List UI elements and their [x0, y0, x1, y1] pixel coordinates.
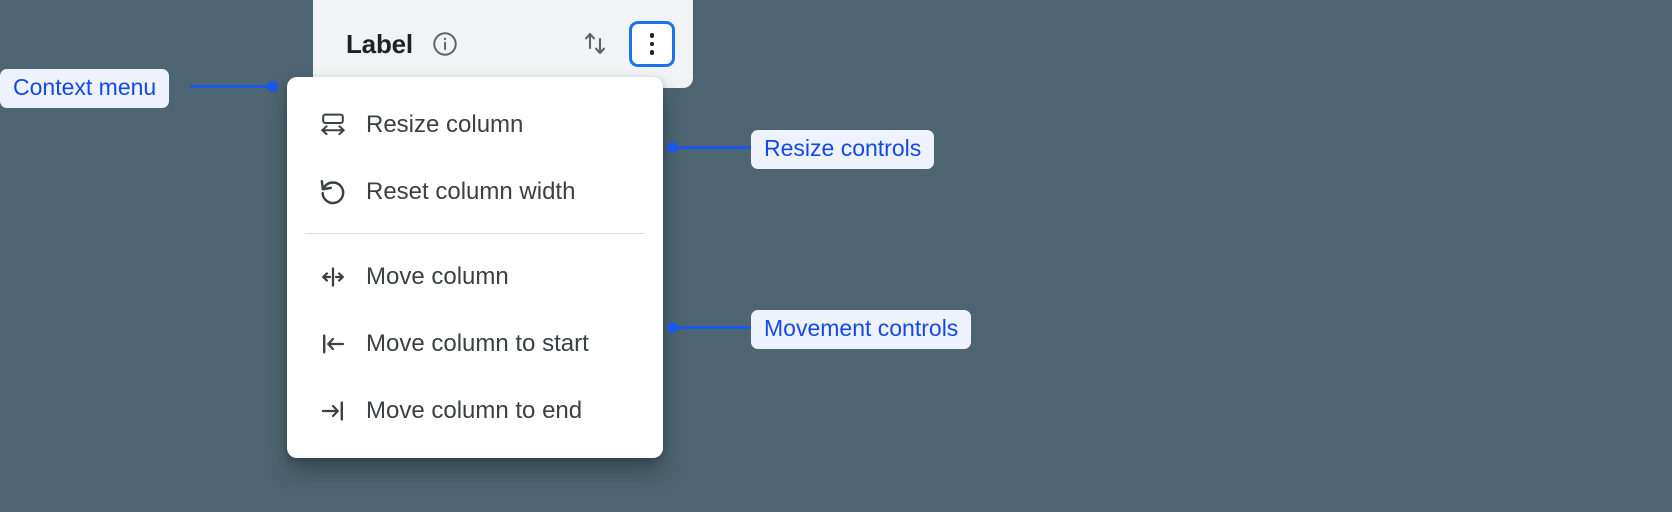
- sort-arrows-icon[interactable]: [575, 24, 615, 64]
- kebab-dot: [649, 50, 655, 55]
- menu-item-label: Move column: [366, 262, 509, 290]
- column-header-card: Label: [313, 0, 693, 88]
- annotation-anchor-dot-context-menu: [267, 81, 278, 92]
- move-to-end-icon: [317, 395, 349, 427]
- annotation-movement-controls: Movement controls: [751, 310, 972, 349]
- info-circle-icon[interactable]: [430, 29, 460, 59]
- more-vert-icon[interactable]: [629, 21, 675, 67]
- resize-column-icon: [317, 109, 349, 141]
- move-column-icon: [317, 261, 349, 293]
- annotation-anchor-dot-resize-controls: [667, 142, 678, 153]
- menu-item-move-column-to-end[interactable]: Move column to end: [287, 377, 663, 444]
- menu-item-move-column[interactable]: Move column: [287, 243, 663, 310]
- reset-width-icon: [317, 176, 349, 208]
- kebab-dot: [649, 33, 655, 38]
- menu-item-resize-column[interactable]: Resize column: [287, 91, 663, 158]
- menu-item-label: Reset column width: [366, 177, 576, 205]
- menu-item-label: Move column to end: [366, 396, 583, 424]
- context-menu: Resize column Reset column width Move co…: [287, 77, 663, 458]
- move-to-start-icon: [317, 328, 349, 360]
- kebab-dot: [649, 41, 655, 47]
- menu-item-move-column-to-start[interactable]: Move column to start: [287, 310, 663, 377]
- annotation-leader-line-movement-controls: [675, 326, 753, 329]
- annotation-anchor-dot-movement-controls: [667, 322, 678, 333]
- menu-separator: [305, 233, 645, 234]
- annotation-resize-controls: Resize controls: [751, 130, 935, 169]
- annotation-leader-line-context-menu: [190, 85, 272, 88]
- menu-item-reset-column-width[interactable]: Reset column width: [287, 158, 663, 225]
- page-title: Label: [346, 29, 413, 59]
- annotation-context-menu: Context menu: [0, 69, 170, 108]
- menu-item-label: Move column to start: [366, 329, 589, 357]
- menu-item-label: Resize column: [366, 110, 524, 138]
- annotation-leader-line-resize-controls: [675, 146, 753, 149]
